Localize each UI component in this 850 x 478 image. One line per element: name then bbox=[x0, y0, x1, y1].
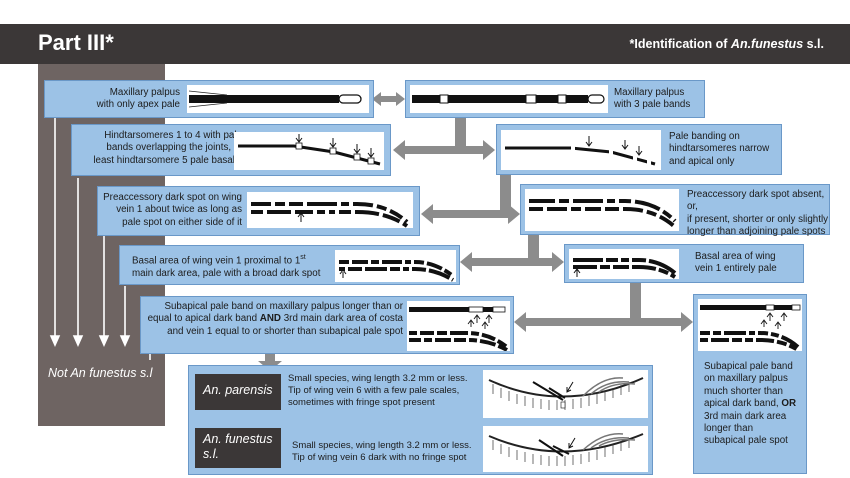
page-title: Part III* bbox=[38, 30, 114, 55]
species-label-funestus: An. funestus s.l. bbox=[195, 428, 281, 468]
tarsus-illustration bbox=[234, 132, 384, 170]
subtitle-suffix: s.l. bbox=[803, 37, 824, 51]
left-box-2: Hindtarsomeres 1 to 4 with pale bands ov… bbox=[71, 124, 391, 176]
right-box-5-line2: on maxillary palpus bbox=[704, 373, 788, 385]
right-box-4: Basal area of wing vein 1 entirely pale bbox=[564, 244, 804, 283]
right-box-1: Maxillary palpus with 3 pale bands bbox=[405, 80, 705, 118]
right-box-5-text: Subapical pale band on maxillary palpus … bbox=[704, 361, 806, 448]
left-box-5-line3: and vein 1 equal to or shorter than suba… bbox=[167, 325, 403, 337]
left-box-4-text-a: Basal area of wing vein 1 proximal to 1 bbox=[132, 255, 301, 267]
right-box-1-text: Maxillary palpus with 3 pale bands bbox=[614, 87, 691, 111]
right-box-5-line6: longer than bbox=[704, 423, 754, 435]
palpus-wing-illustration bbox=[698, 299, 802, 352]
species-desc-funestus: Small species, wing length 3.2 mm or les… bbox=[292, 440, 472, 463]
left-box-5-line2a: equal to apical dark band bbox=[147, 313, 260, 325]
left-box-2-text: Hindtarsomeres 1 to 4 with pale bands ov… bbox=[93, 130, 242, 166]
left-box-1: Maxillary palpus with only apex pale bbox=[44, 80, 374, 118]
right-box-5-line5: 3rd main dark area bbox=[704, 410, 787, 422]
species-label-parensis: An. parensis bbox=[195, 374, 281, 410]
right-box-5-line7: subapical pale spot bbox=[704, 435, 788, 447]
wing-tip-illustration bbox=[483, 370, 648, 418]
left-box-1-text: Maxillary palpus with only apex pale bbox=[96, 87, 180, 111]
left-box-3: Preaccessory dark spot on wing vein 1 ab… bbox=[97, 186, 420, 236]
not-funestus-label: Not An funestus s.l bbox=[48, 366, 153, 380]
right-box-5: Subapical pale band on maxillary palpus … bbox=[693, 294, 807, 474]
right-box-5-line4a: apical dark band, bbox=[704, 398, 782, 410]
right-box-2-text: Pale banding on hindtarsomeres narrow an… bbox=[669, 131, 770, 167]
left-box-5-line1: Subapical pale band on maxillary palpus … bbox=[164, 301, 403, 312]
species-desc-parensis: Small species, wing length 3.2 mm or les… bbox=[288, 373, 468, 408]
wing-vein-illustration bbox=[569, 249, 679, 279]
palpus-wing-illustration bbox=[407, 301, 510, 352]
left-box-5-line2b: AND bbox=[259, 313, 282, 325]
left-box-5-line2c: 3rd main dark area of costa bbox=[281, 313, 403, 325]
left-box-4-sup: st bbox=[300, 254, 306, 261]
right-box-3-text: Preaccessory dark spot absent, or, if pr… bbox=[687, 189, 829, 238]
right-box-5-line4b: OR bbox=[781, 398, 797, 410]
palpus-illustration bbox=[187, 85, 369, 113]
left-box-4-text: Basal area of wing vein 1 proximal to 1s… bbox=[132, 252, 332, 280]
wing-vein-illustration bbox=[335, 250, 456, 282]
right-box-4-text: Basal area of wing vein 1 entirely pale bbox=[695, 251, 777, 275]
wing-vein-illustration bbox=[247, 192, 413, 228]
tarsus-illustration bbox=[501, 130, 661, 170]
left-box-4: Basal area of wing vein 1 proximal to 1s… bbox=[119, 245, 460, 285]
subtitle-taxon: An.funestus bbox=[730, 37, 804, 51]
right-box-5-line1: Subapical pale band bbox=[704, 361, 793, 372]
left-box-3-text: Preaccessory dark spot on wing vein 1 ab… bbox=[103, 192, 242, 228]
left-box-5-text: Subapical pale band on maxillary palpus … bbox=[145, 301, 403, 338]
species-label-funestus-line2: s.l. bbox=[203, 447, 219, 461]
wing-vein-illustration bbox=[525, 189, 679, 231]
right-box-3: Preaccessory dark spot absent, or, if pr… bbox=[520, 184, 830, 237]
down-arrow-icon bbox=[49, 112, 151, 360]
wing-tip-illustration bbox=[483, 426, 648, 472]
page-subtitle: *Identification of An.funestus s.l. bbox=[630, 37, 824, 51]
header-bar: Part III* *Identification of An.funestus… bbox=[0, 24, 850, 64]
left-box-4-text-b: main dark area, pale with a broad dark s… bbox=[132, 267, 321, 279]
left-box-5: Subapical pale band on maxillary palpus … bbox=[140, 296, 514, 354]
right-box-5-line3: much shorter than bbox=[704, 385, 783, 397]
palpus-illustration bbox=[410, 85, 608, 113]
bidirectional-arrow-icon bbox=[258, 92, 693, 371]
species-result-box: An. parensis Small species, wing length … bbox=[188, 365, 653, 475]
right-box-2: Pale banding on hindtarsomeres narrow an… bbox=[496, 124, 782, 175]
species-label-funestus-line1: An. funestus bbox=[203, 432, 273, 446]
subtitle-prefix: *Identification of bbox=[629, 37, 731, 51]
